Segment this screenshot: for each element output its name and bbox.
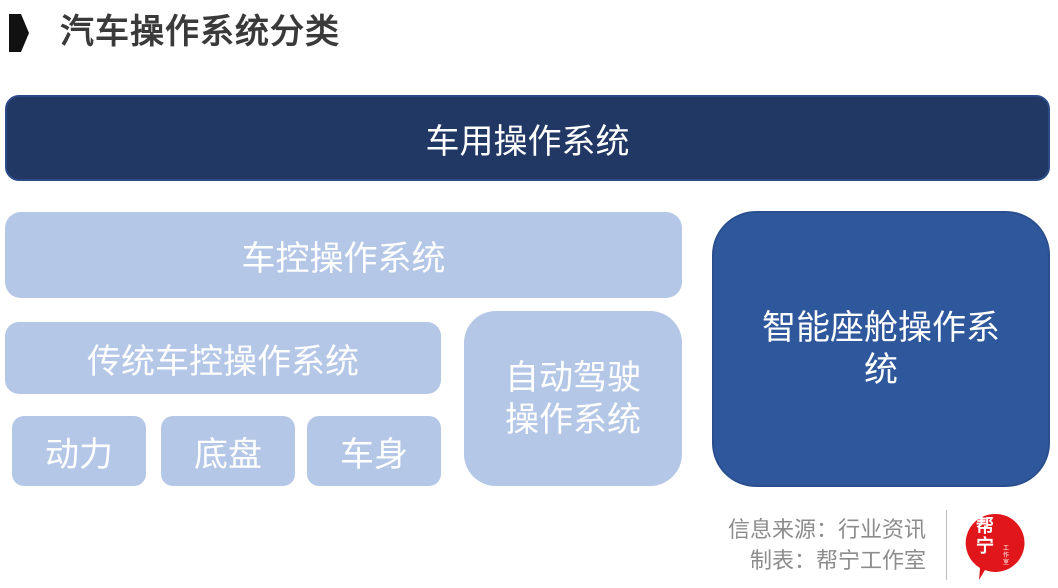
vehicle-control-label: 车控操作系统 [241,238,446,279]
source-text: 信息来源：行业资讯 [727,518,926,543]
studio-logo-icon [963,512,1025,582]
maker-text: 制表：帮宁工作室 [749,549,926,574]
node-powertrain: 动力 [12,416,146,486]
cockpit-label-line1: 智能座舱操作系 [762,308,1000,348]
cockpit-label-line2: 统 [864,350,898,390]
source-note: 信息来源：行业资讯 制表：帮宁工作室 [728,515,926,577]
powertrain-label: 动力 [45,434,113,475]
node-smart-cockpit-os: 智能座舱操作系 统 [712,211,1050,487]
chassis-label: 底盘 [194,434,262,475]
node-autonomous-driving-os: 自动驾驶 操作系统 [464,311,682,486]
node-traditional-control-os: 传统车控操作系统 [5,322,441,394]
autonomous-label-line2: 操作系统 [505,399,641,440]
node-vehicle-control-os: 车控操作系统 [5,212,682,298]
logo-text: 帮 宁 [976,516,994,557]
node-chassis: 底盘 [161,416,295,486]
traditional-control-label: 传统车控操作系统 [87,341,359,382]
autonomous-label-line1: 自动驾驶 [505,357,641,398]
footer-divider [946,510,947,580]
root-node-label: 车用操作系统 [425,121,630,162]
body-label: 车身 [340,434,408,475]
node-body: 车身 [307,416,441,486]
root-node-vehicle-os: 车用操作系统 [5,95,1050,181]
page-title: 汽车操作系统分类 [60,12,340,52]
logo-subtext: 工作室 [1003,545,1010,566]
